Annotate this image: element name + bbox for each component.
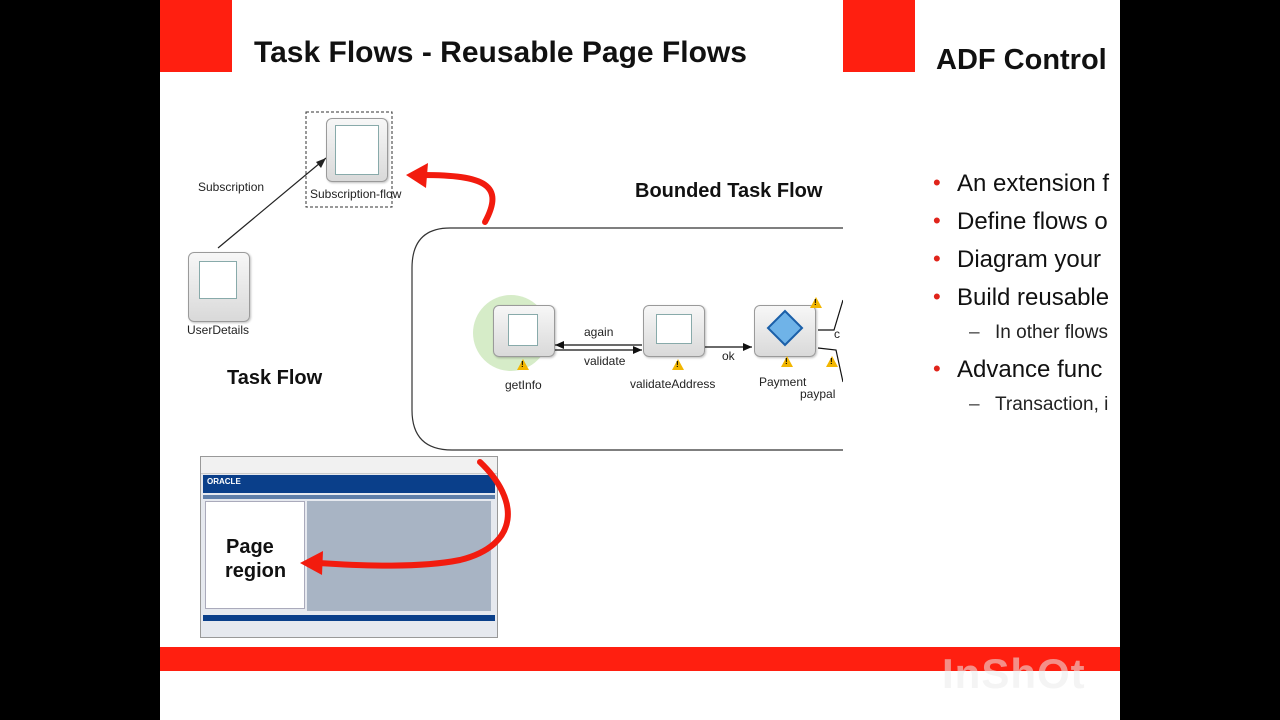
sub-bullet-item: In other flows [933, 322, 1109, 356]
left-slide: Task Flows - Reusable Page Flows Subscri… [160, 0, 843, 720]
cut-edge-label: c [834, 327, 840, 341]
warning-icon [810, 297, 822, 308]
subscription-edge-label: Subscription [198, 180, 265, 194]
get-info-node[interactable] [493, 305, 555, 357]
warning-icon [781, 356, 793, 367]
ok-arrowhead [743, 343, 752, 351]
again-edge-label: again [584, 325, 614, 339]
bullet-item: Define flows o [933, 208, 1109, 246]
bullet-item: Diagram your [933, 246, 1109, 284]
validate-address-label: validateAddress [630, 377, 716, 391]
slide-title: ADF Control [936, 44, 1107, 76]
task-flow-connectors [217, 111, 393, 249]
user-details-label: UserDetails [187, 323, 250, 337]
red-arrow-to-page-region [315, 459, 511, 569]
subscription-edge-arrowhead [316, 158, 326, 168]
bullet-item: An extension f [933, 170, 1109, 208]
red-annotation-arrows [300, 163, 511, 575]
get-info-label: getInfo [505, 378, 542, 392]
validate-address-node[interactable] [643, 305, 705, 357]
subscription-flow-label: Subscription-flow [310, 187, 402, 201]
bounded-task-flow-caption: Bounded Task Flow [635, 180, 823, 202]
subscription-edge [217, 157, 327, 249]
red-arrowhead-bottom [300, 551, 323, 575]
validate-arrowhead [633, 346, 642, 354]
right-slide: ADF Control An extension f Define flows … [843, 0, 1120, 720]
page-icon [199, 261, 237, 299]
task-flow-icon [335, 125, 379, 175]
embedded-app-screenshot: ORACLE [200, 456, 498, 638]
warning-icon [672, 359, 684, 370]
app-footer [203, 615, 495, 621]
red-header-tab [160, 0, 232, 72]
user-details-node[interactable] [188, 252, 250, 322]
page-region-label-line2: region [225, 560, 287, 582]
view-activity-icon [508, 314, 538, 346]
red-footer-bar [843, 647, 1120, 671]
app-logo: ORACLE [207, 477, 241, 486]
page-region-panel[interactable] [205, 501, 305, 609]
inshot-watermark: InShOt [942, 650, 1086, 697]
bullet-list: An extension f Define flows o Diagram yo… [933, 170, 1109, 428]
page-region-label-line1: Page [226, 536, 274, 558]
subscription-flow-node[interactable] [326, 118, 388, 182]
sub-bullet-item: Transaction, i [933, 394, 1109, 428]
method-activity-icon [656, 314, 692, 344]
paypal-edge-label: paypal [800, 387, 836, 401]
slide-title: Task Flows - Reusable Page Flows [254, 36, 747, 69]
validate-edge-label: validate [584, 354, 626, 368]
app-subheader [203, 495, 495, 499]
app-header: ORACLE [203, 475, 495, 493]
again-arrowhead [555, 341, 564, 349]
payment-out-edge-1 [818, 299, 843, 331]
red-arrowhead-top [406, 163, 428, 188]
callout-outline [411, 227, 843, 451]
app-toolbar [201, 457, 497, 474]
red-arrow-to-subscription-flow [419, 172, 496, 225]
bullet-item: Build reusable [933, 284, 1109, 322]
app-content-area [307, 501, 491, 611]
payment-label: Payment [759, 375, 807, 389]
red-header-tab [843, 0, 915, 72]
payment-out-edge-2 [817, 347, 843, 383]
ok-edge-label: ok [722, 349, 735, 363]
warning-icon [826, 356, 838, 367]
subscription-selection-box [305, 111, 393, 208]
warning-icon [517, 359, 529, 370]
bullet-item: Advance func [933, 356, 1109, 394]
task-flow-caption: Task Flow [227, 367, 323, 389]
red-footer-bar [160, 647, 843, 671]
